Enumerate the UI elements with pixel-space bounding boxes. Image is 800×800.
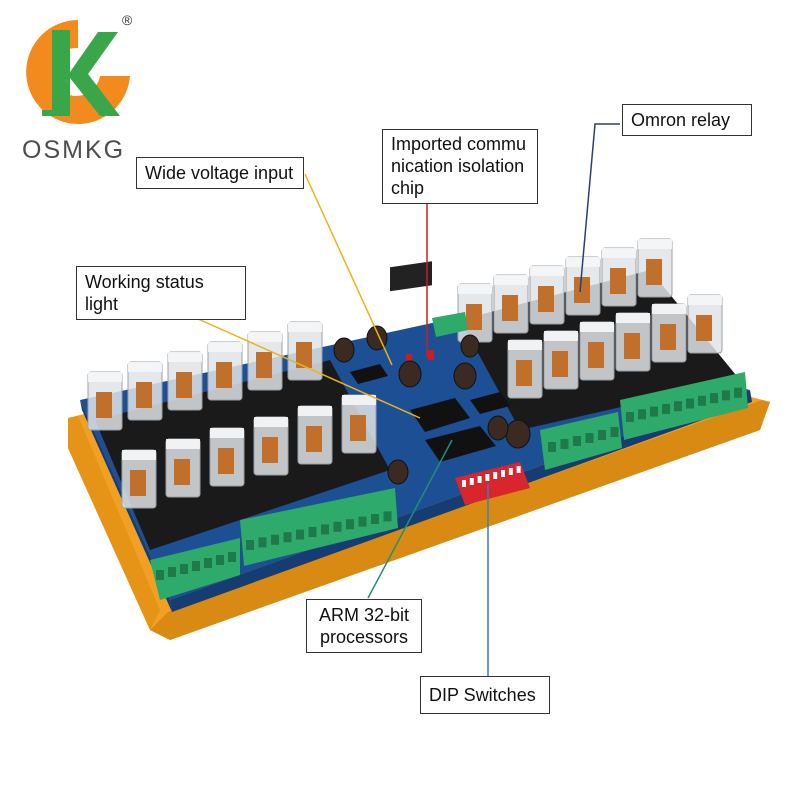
- relay-bank-right: [457, 238, 723, 399]
- relay: [209, 427, 245, 487]
- terminal-screw: [662, 403, 670, 414]
- relay: [253, 416, 289, 476]
- dip-switch-key: [469, 478, 474, 485]
- relay: [297, 405, 333, 465]
- callout-wide-voltage-input: Wide voltage input: [136, 157, 304, 189]
- terminal-screw: [156, 570, 164, 580]
- relay: [687, 294, 723, 354]
- callout-working-status-light: Working status light: [76, 266, 246, 320]
- terminal-screw: [734, 387, 742, 398]
- relay: [207, 341, 243, 401]
- terminal-screw: [228, 552, 236, 562]
- dip-switch-key: [508, 468, 513, 475]
- terminal-screw: [204, 558, 212, 568]
- terminal-screw: [258, 537, 267, 548]
- brand-logo: ® OSMKG: [18, 12, 148, 164]
- relay: [247, 331, 283, 391]
- terminal-screw: [610, 427, 619, 437]
- relay: [651, 303, 687, 363]
- terminal-screw: [548, 442, 556, 452]
- relay: [543, 330, 579, 390]
- relay: [127, 361, 163, 421]
- dip-switch-key: [501, 470, 505, 477]
- relay: [121, 449, 157, 509]
- terminal-screw: [333, 521, 342, 532]
- central-components: [333, 261, 531, 505]
- relay: [87, 371, 123, 431]
- terminal-screw: [674, 401, 682, 412]
- dip-switch-key: [493, 472, 498, 479]
- terminal-screw: [283, 532, 292, 543]
- relay: [341, 394, 377, 454]
- terminal-screw: [686, 398, 694, 409]
- osmkg-logo-icon: [26, 20, 130, 124]
- terminal-screw: [192, 561, 200, 571]
- dip-switch-key: [516, 466, 521, 473]
- registered-mark: ®: [122, 12, 133, 28]
- terminal-screw: [216, 555, 224, 565]
- terminal-screw: [321, 524, 329, 535]
- terminal-screw: [626, 412, 634, 422]
- terminal-screw: [573, 436, 581, 446]
- terminal-screw: [246, 540, 254, 550]
- terminal-screw: [585, 433, 594, 443]
- relay: [507, 339, 543, 399]
- relay: [167, 351, 203, 411]
- terminal-screw: [638, 409, 646, 420]
- relay: [493, 274, 529, 334]
- terminal-screw: [698, 395, 706, 406]
- callout-isolation-chip: Imported commu nication isolation chip: [382, 129, 538, 204]
- relay: [529, 265, 565, 325]
- terminal-screw: [271, 534, 279, 545]
- dip-switch-key: [485, 474, 490, 481]
- callout-arm-processor: ARM 32-bit processors: [306, 599, 422, 653]
- dip-switch-key: [477, 476, 482, 483]
- brand-name: OSMKG: [22, 136, 126, 164]
- callout-omron-relay: Omron relay: [622, 104, 752, 136]
- relay-bank-left: [87, 321, 377, 509]
- terminal-screw: [308, 527, 317, 537]
- relay: [165, 438, 201, 498]
- terminal-screw: [168, 567, 176, 577]
- terminal-screw: [180, 564, 188, 574]
- terminal-screw: [358, 516, 367, 527]
- relay: [615, 312, 651, 372]
- terminal-screw: [560, 439, 569, 449]
- terminal-screw: [650, 406, 658, 417]
- terminal-screw: [371, 514, 379, 524]
- relay: [579, 321, 615, 381]
- terminal-screw: [296, 529, 304, 540]
- terminal-screw: [722, 390, 730, 401]
- terminal-screw: [710, 393, 718, 404]
- callout-lines: [177, 123, 620, 677]
- callout-dip-switches: DIP Switches: [420, 676, 550, 714]
- terminal-screw: [383, 511, 392, 522]
- relay: [287, 321, 323, 381]
- dip-switch-key: [462, 480, 466, 487]
- relay: [601, 247, 637, 307]
- terminal-screw: [598, 430, 606, 440]
- terminal-blocks: [150, 312, 748, 600]
- terminal-screw: [346, 519, 354, 530]
- relay: [637, 238, 673, 298]
